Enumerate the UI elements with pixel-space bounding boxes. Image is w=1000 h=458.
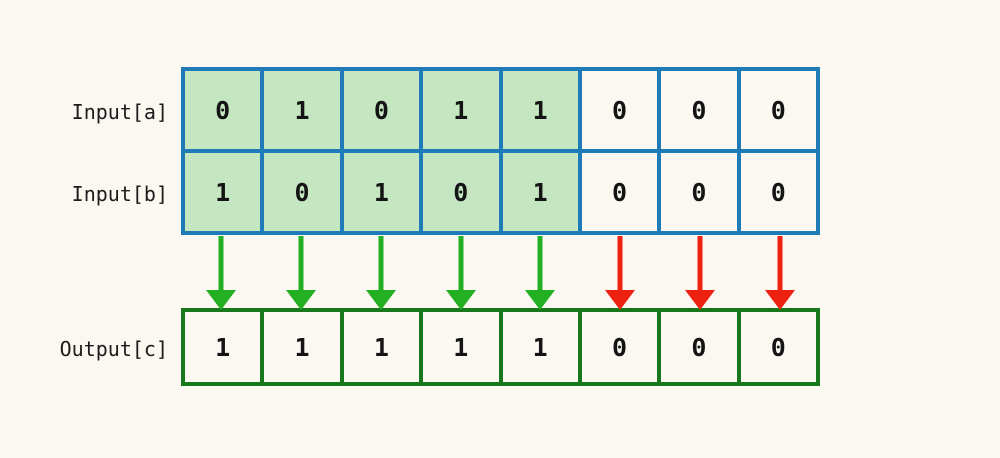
- bit-cell-input-a-5: 0: [577, 71, 658, 149]
- bit-cell-input-a-1: 1: [260, 71, 340, 149]
- bit-cell-input-b-4: 1: [498, 153, 578, 231]
- bit-cell-input-a-0: 0: [185, 71, 261, 149]
- arrow-column-0: [206, 236, 236, 310]
- arrow-head-3: [446, 290, 476, 310]
- arrow-head-6: [685, 290, 715, 310]
- row-label-output-c: Output[c]: [59, 337, 168, 361]
- arrow-column-2: [366, 236, 396, 310]
- bit-cell-input-b-6: 0: [657, 153, 737, 231]
- bit-cell-input-a-7: 0: [736, 71, 816, 149]
- bit-cell-input-b-3: 0: [419, 153, 499, 231]
- arrow-head-2: [366, 290, 396, 310]
- bit-cell-input-a-3: 1: [419, 71, 499, 149]
- bit-cell-output-c-0: 1: [185, 312, 261, 382]
- arrow-column-6: [685, 236, 715, 310]
- bit-cell-output-c-3: 1: [419, 312, 499, 382]
- bit-cell-input-b-0: 1: [185, 153, 261, 231]
- arrow-column-1: [286, 236, 316, 310]
- bit-cell-input-b-2: 1: [339, 153, 420, 231]
- bit-cell-output-c-6: 0: [657, 312, 737, 382]
- bit-cell-output-c-1: 1: [260, 312, 340, 382]
- bit-cell-input-a-6: 0: [657, 71, 737, 149]
- bit-cell-input-b-5: 0: [577, 153, 658, 231]
- arrow-column-7: [765, 236, 795, 310]
- bit-cell-input-a-2: 0: [339, 71, 420, 149]
- row-label-input-a: Input[a]: [71, 100, 168, 124]
- arrow-column-5: [605, 236, 635, 310]
- bit-cell-output-c-2: 1: [339, 312, 420, 382]
- arrow-head-7: [765, 290, 795, 310]
- bit-cell-output-c-7: 0: [736, 312, 816, 382]
- arrow-head-1: [286, 290, 316, 310]
- arrow-column-4: [525, 236, 555, 310]
- bit-cell-input-b-1: 0: [260, 153, 340, 231]
- bit-cell-input-a-4: 1: [498, 71, 578, 149]
- bit-cell-output-c-5: 0: [577, 312, 658, 382]
- arrow-head-5: [605, 290, 635, 310]
- row-label-input-b: Input[b]: [71, 182, 168, 206]
- bit-cell-output-c-4: 1: [498, 312, 578, 382]
- bit-cell-input-b-7: 0: [736, 153, 816, 231]
- arrow-column-3: [446, 236, 476, 310]
- arrow-head-4: [525, 290, 555, 310]
- arrow-head-0: [206, 290, 236, 310]
